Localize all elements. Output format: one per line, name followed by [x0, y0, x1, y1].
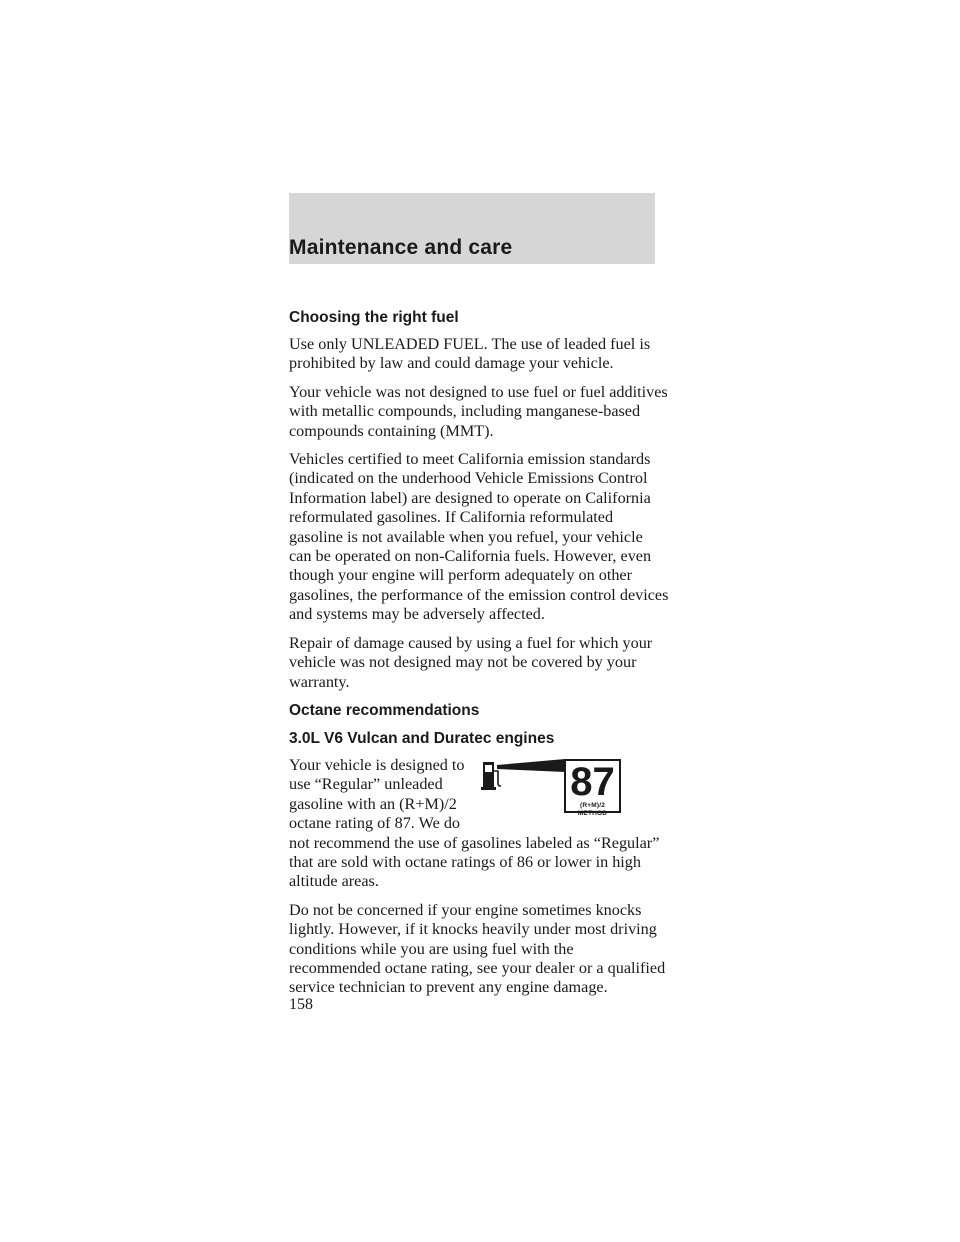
header-band	[289, 193, 655, 264]
page-number: 158	[289, 996, 313, 1013]
fuel-pump-icon	[481, 758, 565, 790]
octane-number: 87	[570, 759, 615, 804]
engine-subheading: 3.0L V6 Vulcan and Duratec engines	[289, 729, 555, 747]
section-heading-fuel: Choosing the right fuel	[289, 309, 459, 326]
octane-method: (R+M)/2 METHOD	[577, 801, 608, 817]
octane-label: 87 (R+M)/2 METHOD	[564, 758, 621, 817]
octane-rating-graphic: 87 (R+M)/2 METHOD	[481, 758, 631, 817]
paragraph: Vehicles certified to meet California em…	[289, 450, 669, 624]
section-heading-octane: Octane recommendations	[289, 701, 480, 719]
paragraph: Your vehicle was not designed to use fue…	[289, 382, 668, 440]
paragraph: Repair of damage caused by using a fuel …	[289, 633, 653, 691]
content: Choosing the right fuel Use only UNLEADE…	[289, 308, 669, 1007]
paragraph: Do not be concerned if your engine somet…	[289, 900, 666, 997]
paragraph: Your vehicle is designed to use “Regular…	[289, 755, 660, 891]
paragraph: Use only UNLEADED FUEL. The use of leade…	[289, 335, 651, 373]
page-title: Maintenance and care	[289, 236, 513, 259]
